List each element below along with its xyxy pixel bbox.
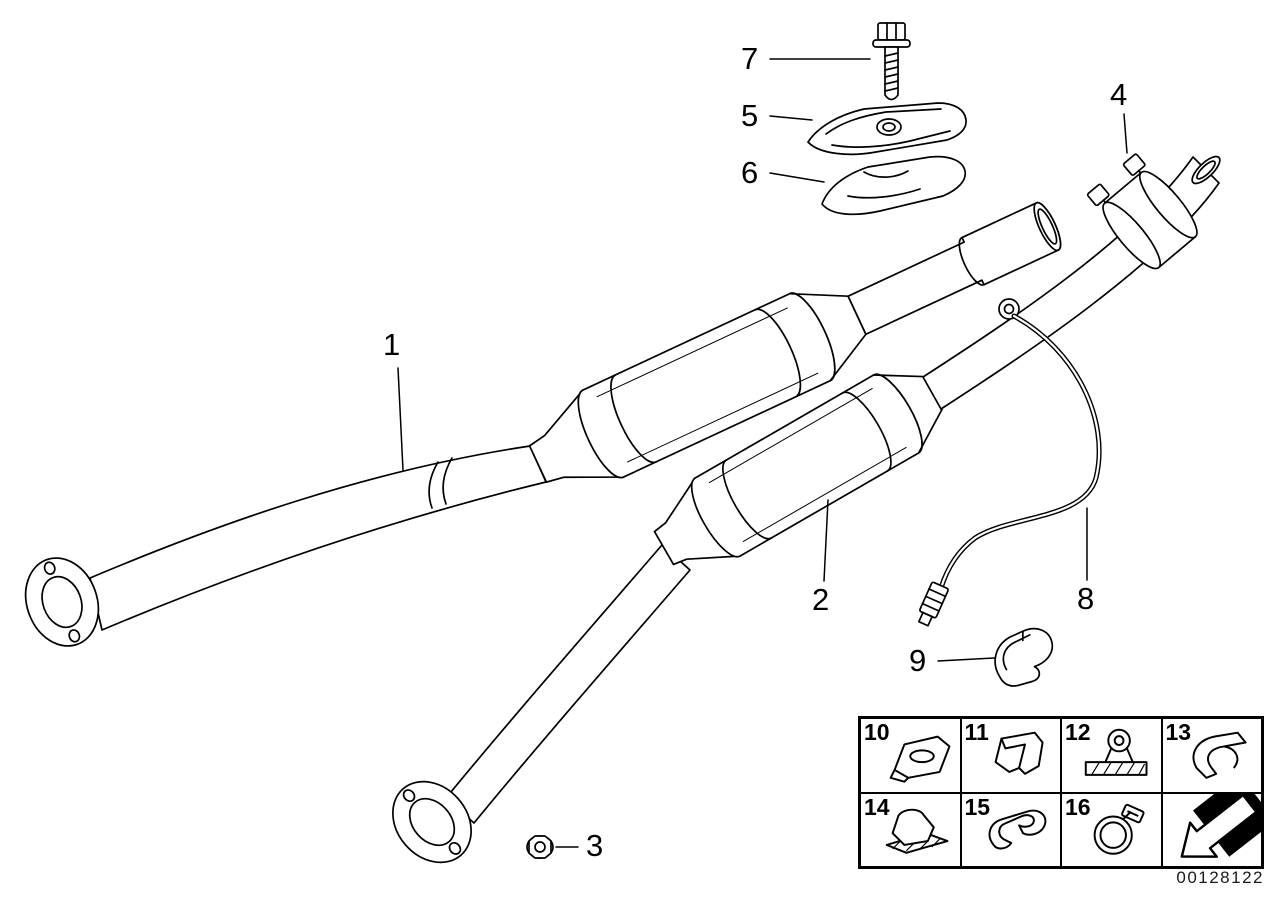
part-13-thumbnail-icon [1192, 731, 1247, 779]
grid-cell-10-label: 10 [864, 719, 890, 745]
diagram-image-id: 00128122 [1176, 868, 1264, 887]
part-10-thumbnail-icon [889, 735, 951, 783]
grid-cell-13-label: 13 [1165, 719, 1192, 745]
grid-cell-14[interactable]: 14 [860, 792, 961, 867]
callout-7[interactable]: 7 [741, 41, 759, 76]
front-pipe-left [89, 445, 547, 631]
grid-cell-11[interactable]: 11 [960, 718, 1061, 793]
oxygen-sensor-cable [918, 313, 1102, 627]
bracket-plate-upper [807, 102, 967, 156]
catalytic-converter-2 [653, 373, 943, 566]
flange-nut [526, 835, 554, 859]
callout-2[interactable]: 2 [812, 582, 830, 617]
exhaust-clamp [1086, 153, 1198, 270]
grid-cell-14-label: 14 [864, 793, 890, 820]
page-back-arrow-icon [1180, 793, 1261, 858]
front-pipe-right [445, 544, 691, 824]
small-parts-grid: 10 11 12 [858, 716, 1264, 869]
part-12-thumbnail-icon [1084, 728, 1148, 776]
mounting-clamp [994, 627, 1054, 687]
grid-cell-11-label: 11 [964, 719, 989, 745]
grid-cell-13[interactable]: 13 [1161, 718, 1262, 793]
flange-left [24, 557, 100, 647]
hex-bolt [872, 22, 911, 101]
part-16-thumbnail-icon [1093, 803, 1145, 855]
part-11-thumbnail-icon [994, 731, 1044, 775]
grid-cell-15-label: 15 [964, 793, 991, 820]
grid-cell-15[interactable]: 15 [960, 792, 1061, 867]
part-15-thumbnail-icon [988, 809, 1046, 849]
grid-cell-12-label: 12 [1065, 719, 1091, 745]
grid-cell-16[interactable]: 16 [1061, 792, 1162, 867]
callout-1[interactable]: 1 [383, 327, 401, 362]
grid-cell-next-page[interactable] [1161, 792, 1262, 867]
part-14-thumbnail-icon [885, 808, 949, 854]
catalytic-converter-1 [528, 201, 1062, 483]
flange-right [392, 780, 472, 864]
leader-lines [397, 58, 1128, 848]
callout-5[interactable]: 5 [741, 98, 759, 133]
callout-8[interactable]: 8 [1077, 581, 1095, 616]
callout-9[interactable]: 9 [909, 643, 927, 678]
bracket-plate-lower [821, 155, 967, 216]
callout-3[interactable]: 3 [586, 828, 604, 863]
grid-cell-12[interactable]: 12 [1061, 718, 1162, 793]
callout-4[interactable]: 4 [1110, 77, 1128, 112]
callout-6[interactable]: 6 [741, 155, 759, 190]
grid-cell-10[interactable]: 10 [860, 718, 961, 793]
grid-cell-16-label: 16 [1065, 793, 1091, 820]
